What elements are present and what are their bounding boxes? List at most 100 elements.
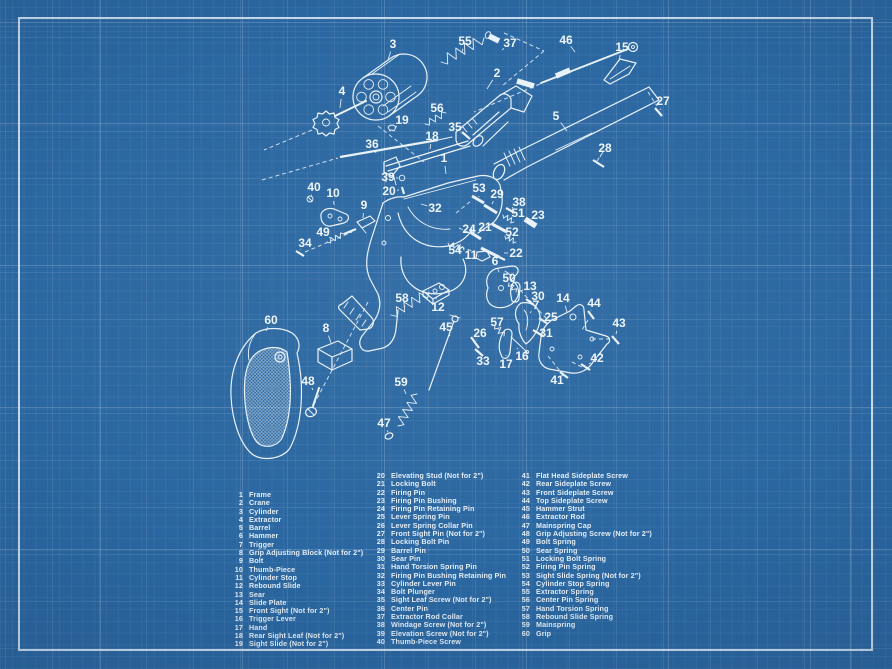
part-label-55: 55 [458,34,472,48]
crane-part [424,78,535,147]
part-label-7: 7 [533,298,540,312]
legend-item-number: 32 [376,570,385,580]
label-leader-48 [311,387,314,391]
part-label-48: 48 [301,374,315,388]
part-label-25: 25 [544,310,558,324]
part-label-29: 29 [490,187,504,201]
legend-item-name: Sight Slide Spring (Not for 2") [536,570,641,580]
legend-item-4: 4 Extractor [228,514,363,524]
legend-item-name: Firing Pin Bushing [391,495,457,505]
extractor-part [312,100,367,137]
part-label-31: 31 [539,326,553,340]
legend-item-number: 56 [521,595,530,605]
legend-item-name: Hammer Strut [536,504,585,514]
legend-item-number: 47 [521,520,530,530]
legend-item-name: Windage Screw (Not for 2") [391,620,487,630]
part-label-50: 50 [502,271,516,285]
label-leader-16 [516,347,519,350]
legend-item-name: Extractor Rod [536,512,585,522]
part-label-40: 40 [307,180,321,194]
hammer-part [486,265,520,309]
label-leader-3 [387,51,392,61]
legend-item-name: Elevating Stud (Not for 2") [391,471,484,480]
legend-item-number: 28 [376,537,385,547]
legend-item-number: 6 [238,531,243,541]
label-leader-28 [599,154,602,158]
legend-item-name: Extractor [249,514,282,524]
legend-item-name: Hand Torsion Spring Pin [391,562,478,572]
part-label-60: 60 [264,313,278,327]
part-label-14: 14 [556,291,570,305]
extractor-rod-part [540,41,639,84]
legend-item-38: 38 Windage Screw (Not for 2") [370,620,506,630]
legend-item-number: 13 [234,589,243,599]
rear-sight-leaf-part [383,124,471,195]
legend-item-number: 59 [521,620,530,630]
legend-item-number: 52 [521,562,530,572]
label-leader-5 [560,122,568,132]
part-label-46: 46 [559,33,573,47]
legend-item-number: 50 [521,545,530,555]
legend-item-number: 38 [376,620,385,630]
label-leader-46 [570,46,576,53]
legend-item-name: Sight Slide (Not for 2") [249,639,329,649]
part-label-23: 23 [531,208,545,222]
legend-item-number: 42 [521,479,530,489]
legend-item-name: Sight Leaf Screw (Not for 2") [391,595,492,605]
part-label-49: 49 [316,225,330,239]
legend-item-name: Rear Sight Leaf (Not for 2") [249,631,345,641]
part-label-51: 51 [511,206,525,220]
legend-item-number: 4 [238,514,243,524]
label-leader-54 [457,243,462,248]
legend-item-number: 57 [521,603,530,613]
legend-item-number: 8 [238,548,243,558]
legend-item-name: Sear Spring [536,545,578,555]
legend-item-number: 18 [234,631,243,641]
part-label-56: 56 [430,101,444,115]
legend-item-name: Grip Adjusting Screw (Not for 2") [536,529,652,539]
label-leader-36 [374,151,377,154]
legend-item-name: Flat Head Sideplate Screw [536,471,628,480]
legend-item-name: Extractor Rod Collar [391,612,463,622]
legend-item-name: Cylinder Stop Spring [536,578,610,588]
label-leader-42 [588,362,591,365]
legend-item-name: Rear Sideplate Screw [536,479,612,489]
label-leader-50 [510,283,512,286]
legend-item-50: 50 Sear Spring [515,545,652,555]
legend-item-number: 36 [376,603,385,613]
part-label-12: 12 [431,300,445,314]
front-sight-part [603,58,637,85]
part-label-4: 4 [339,84,346,98]
center-pin-part [339,136,453,159]
part-label-47: 47 [377,416,391,430]
legend-item-number: 40 [376,636,385,646]
legend-item-number: 45 [521,504,530,514]
part-label-36: 36 [365,137,379,151]
legend-item-name: Extractor Spring [536,587,594,597]
part-label-8: 8 [323,321,330,335]
label-leader-13 [520,289,524,292]
legend-item-number: 9 [238,556,243,566]
part-label-45: 45 [439,320,453,334]
bolt-part [295,215,376,257]
